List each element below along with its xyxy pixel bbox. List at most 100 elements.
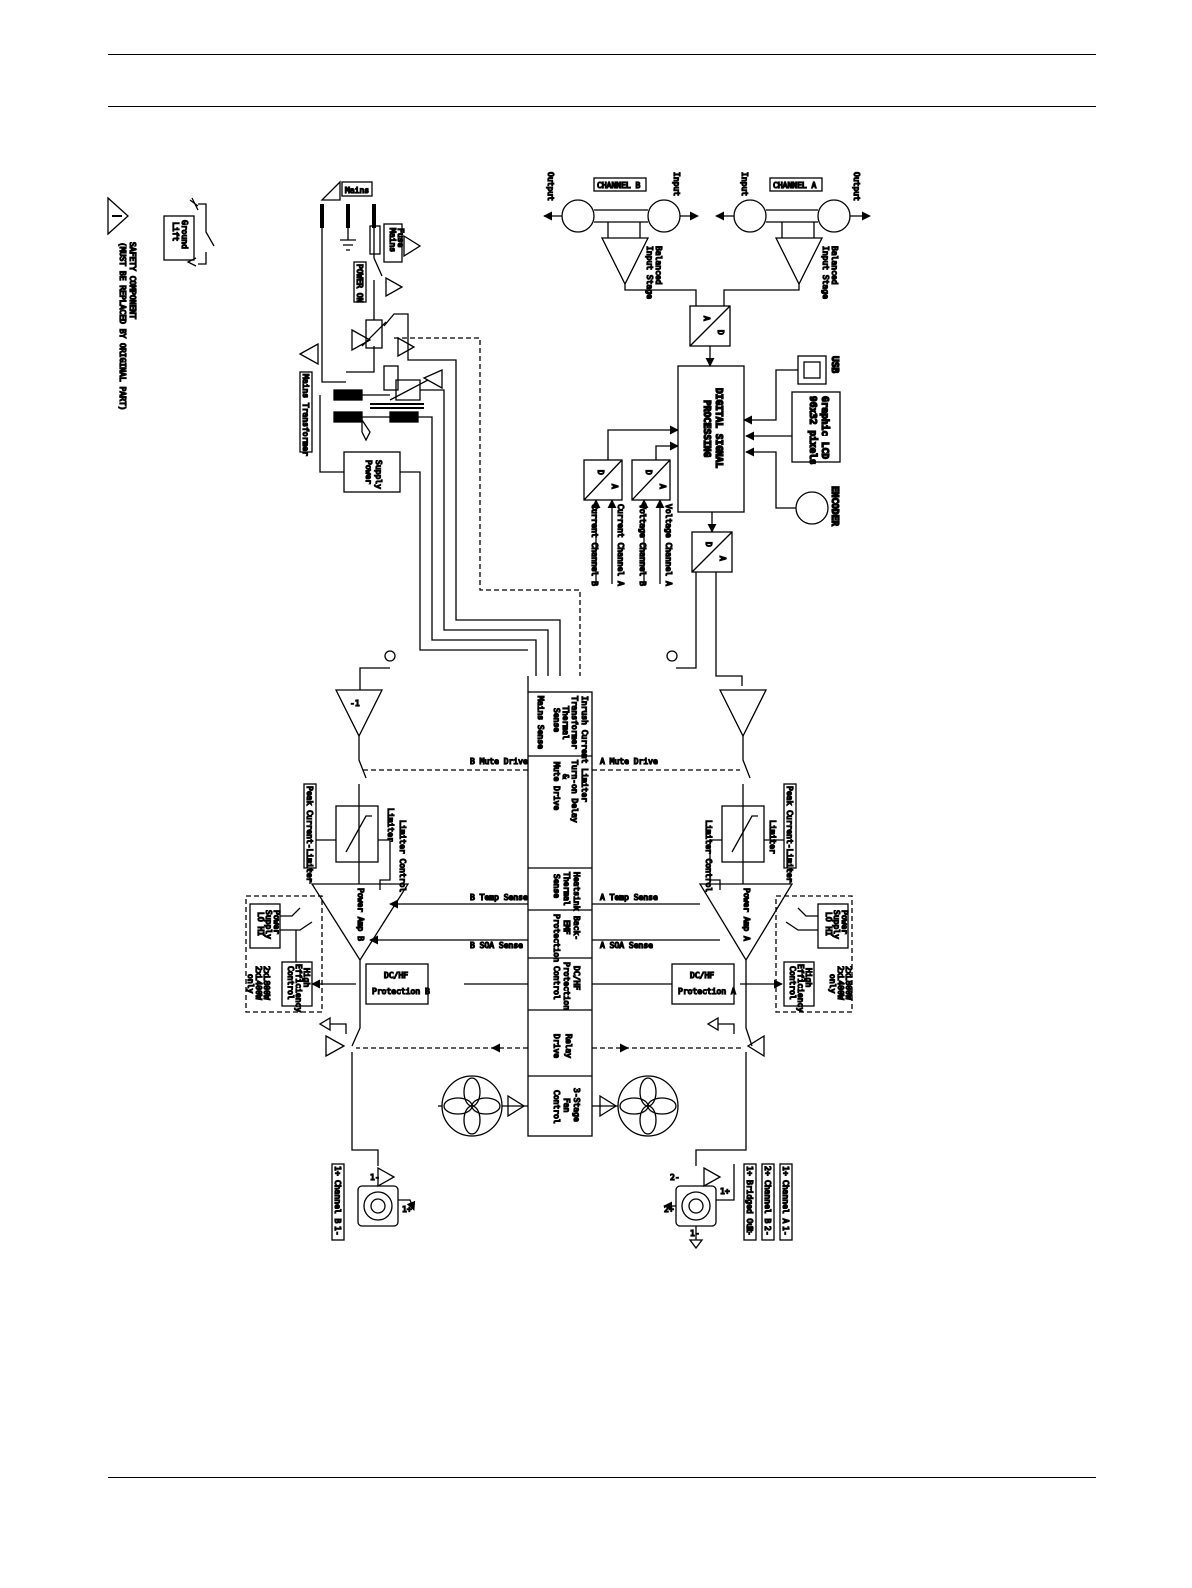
adc-label-2: D <box>716 330 725 335</box>
power-on-label: POWER ON <box>355 264 364 303</box>
thermal-resistor-icon <box>389 379 429 401</box>
xlr-out-connector <box>817 199 851 233</box>
sense-adc-label-2: A <box>610 484 619 489</box>
output-a: 2- 1+ 2+ 1- 1+ Bridged Out 2- 2+ Channel… <box>663 1163 793 1250</box>
back-emf-label-2: EMF <box>562 920 571 935</box>
mains-label: Mains <box>345 186 369 195</box>
speakon-b-connector <box>357 1185 399 1227</box>
speakon-b-pin-2: 1+ <box>402 1205 412 1214</box>
sense-label-cb: Current Channel B <box>590 504 599 586</box>
high-efficiency-a <box>783 961 815 1007</box>
usb-label: USB <box>829 356 840 373</box>
input-label: Input <box>672 172 681 196</box>
ground-icon <box>361 417 371 442</box>
warning-triangle-icon <box>107 196 129 236</box>
dchf-a-label-2: Protection A <box>678 987 736 996</box>
channel-a-amp: Limiter Limiter Control Peak Current-Lim… <box>671 689 854 1188</box>
out-b2-label: Channel B <box>763 1180 772 1224</box>
limiter-b <box>335 805 379 863</box>
safety-text: SAFETY COMPONENT <box>128 242 137 319</box>
out-b-label: Channel B <box>333 1180 342 1224</box>
models-label-3: only <box>246 974 255 993</box>
sense-label-va: Voltage Channel A <box>664 504 673 586</box>
a-temp-label: A Temp Sense <box>600 893 658 902</box>
channel-a-input: CHANNEL A Input Output Balanced Input St… <box>715 171 871 306</box>
sense-adc-label: D <box>644 470 653 475</box>
limiter-label: Limiter <box>386 808 395 842</box>
power-amp-b <box>310 883 410 962</box>
fan-control-label-3: Control <box>552 1090 561 1124</box>
ground-lift-label: Ground <box>180 220 189 249</box>
balanced-label-2: Input Stage <box>645 246 654 299</box>
warning-triangle-icon <box>599 1094 618 1118</box>
control-column: Inrush Current Limiter Transformer Therm… <box>527 676 593 1137</box>
encoder-icon <box>795 491 829 525</box>
channel-a-label: CHANNEL A <box>773 181 817 190</box>
heatsink-label-2: Thermal <box>562 872 571 906</box>
dchf-protection-a <box>671 963 735 1005</box>
transformer-thermal-label-3: Sense <box>552 708 561 732</box>
adc-label: A <box>702 316 711 321</box>
out-a-pin: 1+ <box>781 1166 790 1176</box>
mains-sense-label: Mains Sense <box>536 696 545 749</box>
header-rule <box>108 106 1096 107</box>
speakon-a-pin: 2- <box>670 1173 680 1182</box>
graphic-lcd <box>791 391 841 463</box>
power-amp-a <box>698 883 794 962</box>
usb-connector-icon <box>797 355 827 385</box>
models-label-3: only <box>828 974 837 993</box>
models-label-2: 2xL400W <box>254 966 263 1000</box>
balanced-label: Balanced <box>830 246 839 285</box>
transformer-thermal-label-2: Thermal <box>561 706 570 740</box>
b-mute-label: B Mute Drive <box>470 757 528 766</box>
power-supply: Power Supply <box>343 451 528 651</box>
channel-b-label: CHANNEL B <box>597 181 641 190</box>
peak-current-label: Peak Current-Limiter <box>305 786 314 883</box>
earth-icon <box>340 228 356 251</box>
mains-fuse-label: Mains <box>388 228 397 252</box>
out-a-pin-2: 1- <box>781 1226 790 1236</box>
limiter-control-label: Limiter Control <box>398 820 407 892</box>
footer-rule <box>108 1477 1096 1478</box>
xlr-in-connector <box>733 199 767 233</box>
warning-triangle-icon <box>325 1034 346 1058</box>
power-amp-a-label: Power Amp A <box>742 888 751 941</box>
dchf-b-label-2: Protection B <box>372 987 430 996</box>
high-eff-label: High <box>804 968 813 987</box>
safety-legend: SAFETY COMPONENT (MUST BE REPLACED BY OR… <box>107 196 138 411</box>
high-eff-label-3: Control <box>286 966 295 1000</box>
dac-label: D <box>704 542 713 547</box>
dsp-block: DIGITAL SIGNAL PROCESSING USB Graphic LC… <box>677 355 841 527</box>
limiter-a <box>721 805 765 863</box>
fan-control-label-2: Fan <box>562 1098 571 1113</box>
heatsink-label: Heatsink <box>572 872 581 911</box>
ground-icon <box>318 1016 347 1034</box>
models-label: 2xL800W <box>844 966 853 1000</box>
fan-control-label: 3-Stage <box>572 1088 581 1122</box>
a-soa-label: A SOA Sense <box>600 941 653 950</box>
psu-b <box>249 903 281 949</box>
xlr-out-connector <box>561 199 595 233</box>
input-label: Input <box>740 172 749 196</box>
warning-triangle-icon <box>351 328 372 352</box>
dac-block: D A <box>666 512 743 686</box>
output-b: 1+ Channel B 1- 1- 1+ <box>331 1163 416 1241</box>
dchf-control-label: DC/HF <box>572 966 581 990</box>
balanced-input-amp <box>600 237 650 286</box>
warning-triangle-icon <box>298 342 319 366</box>
ground-switch-icon <box>189 197 215 265</box>
dchf-a-label: DC/HF <box>690 971 714 980</box>
transformer-thermal-label: Transformer <box>570 696 579 749</box>
warning-triangle-icon <box>746 1034 765 1058</box>
sense-label-ca: Current Channel A <box>616 504 625 586</box>
out-b2-pin-2: 2- <box>763 1226 772 1236</box>
ground-icon <box>706 1016 735 1034</box>
balanced-input-amp <box>774 237 824 286</box>
limiter-label: Limiter <box>768 820 777 854</box>
xlr-in-connector <box>647 199 681 233</box>
lcd-label: Graphic LCD <box>819 396 830 459</box>
warning-triangle-icon <box>377 1166 396 1188</box>
psu-a-label: Power <box>840 910 849 934</box>
mains-section: Mains Mains Fuse POWER ON <box>320 180 581 676</box>
